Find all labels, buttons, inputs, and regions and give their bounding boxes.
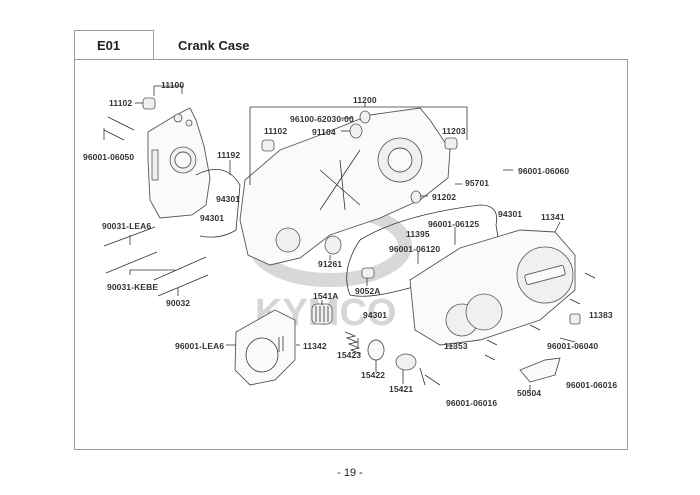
crankcase-right-half <box>239 107 451 266</box>
gasket-11192 <box>195 168 241 238</box>
page-number: - 19 - <box>337 467 363 479</box>
part-label-96001-06040: 96001-06040 <box>547 341 599 351</box>
dowel-11203 <box>444 137 458 150</box>
part-label-11192: 11192 <box>217 150 241 160</box>
section-title: Crank Case <box>178 38 250 53</box>
bracket-11200 <box>249 106 468 185</box>
part-label-96001-06016: 96001-06016 <box>446 398 498 408</box>
part-label-11102: 11102 <box>264 126 288 136</box>
part-label-11200: 11200 <box>353 95 377 105</box>
part-label-90031-LEA6: 90031-LEA6 <box>102 221 152 231</box>
dowel-pin-11102-left <box>142 97 156 110</box>
section-code: E01 <box>97 38 121 53</box>
part-label-1541A: 1541A <box>313 291 339 301</box>
part-label-50504: 50504 <box>517 388 542 398</box>
part-label-91202: 91202 <box>432 192 457 202</box>
part-label-91261: 91261 <box>318 259 343 269</box>
part-label-9052A: 9052A <box>355 286 381 296</box>
part-label-96001-06060: 96001-06060 <box>518 166 570 176</box>
part-label-96001-06125: 96001-06125 <box>428 219 480 229</box>
part-label-96100-62030-00: 96100-62030-00 <box>290 114 354 124</box>
part-label-90032: 90032 <box>166 298 191 308</box>
part-label-11342: 11342 <box>303 341 327 351</box>
part-label-11353: 11353 <box>444 341 468 351</box>
part-label-15422: 15422 <box>361 370 386 380</box>
part-label-96001-06120: 96001-06120 <box>389 244 441 254</box>
leader-lines-misc <box>419 367 441 386</box>
part-label-11341: 11341 <box>541 212 565 222</box>
part-label-15423: 15423 <box>337 350 362 360</box>
part-label-96001-06016: 96001-06016 <box>566 380 618 390</box>
part-label-11395: 11395 <box>406 229 430 239</box>
bushing-9052A <box>361 267 375 279</box>
seal-96100-62030-00 <box>359 110 371 124</box>
oil-seal-91202 <box>410 190 422 204</box>
part-label-96001-06050: 96001-06050 <box>83 152 135 162</box>
crankcase-cover-11341 <box>409 229 576 346</box>
filter-1541A <box>311 303 333 325</box>
part-label-94301: 94301 <box>200 213 225 223</box>
cap-15421 <box>395 353 417 371</box>
part-label-94301: 94301 <box>363 310 388 320</box>
part-label-11203: 11203 <box>442 126 466 136</box>
part-label-94301: 94301 <box>216 194 241 204</box>
diagram-frame <box>74 59 628 450</box>
bolts-96001-06050 <box>103 116 135 141</box>
part-label-91104: 91104 <box>312 127 336 137</box>
part-label-11383: 11383 <box>589 310 613 320</box>
cover-bolts <box>484 272 596 361</box>
part-label-11102: 11102 <box>109 98 133 108</box>
part-label-11100: 11100 <box>161 80 185 90</box>
leader-lines <box>103 85 561 392</box>
spring-15423 <box>344 331 362 355</box>
bearing-91104 <box>349 123 363 139</box>
bracket-50504 <box>519 357 561 383</box>
crankcase-left-half <box>147 107 211 219</box>
part-label-95701: 95701 <box>465 178 490 188</box>
part-label-96001-LEA6: 96001-LEA6 <box>175 341 225 351</box>
oil-seal-91261 <box>324 235 342 255</box>
dowel-pin-11102-right <box>261 139 275 152</box>
stud-bolts <box>103 226 209 297</box>
part-label-90031-KEBE: 90031-KEBE <box>107 282 159 292</box>
section-code-cell <box>74 30 154 60</box>
o-ring-15422 <box>367 339 385 361</box>
part-label-15421: 15421 <box>389 384 414 394</box>
clip-11383 <box>569 313 581 325</box>
cover-11342 <box>234 309 296 386</box>
part-label-94301: 94301 <box>498 209 523 219</box>
